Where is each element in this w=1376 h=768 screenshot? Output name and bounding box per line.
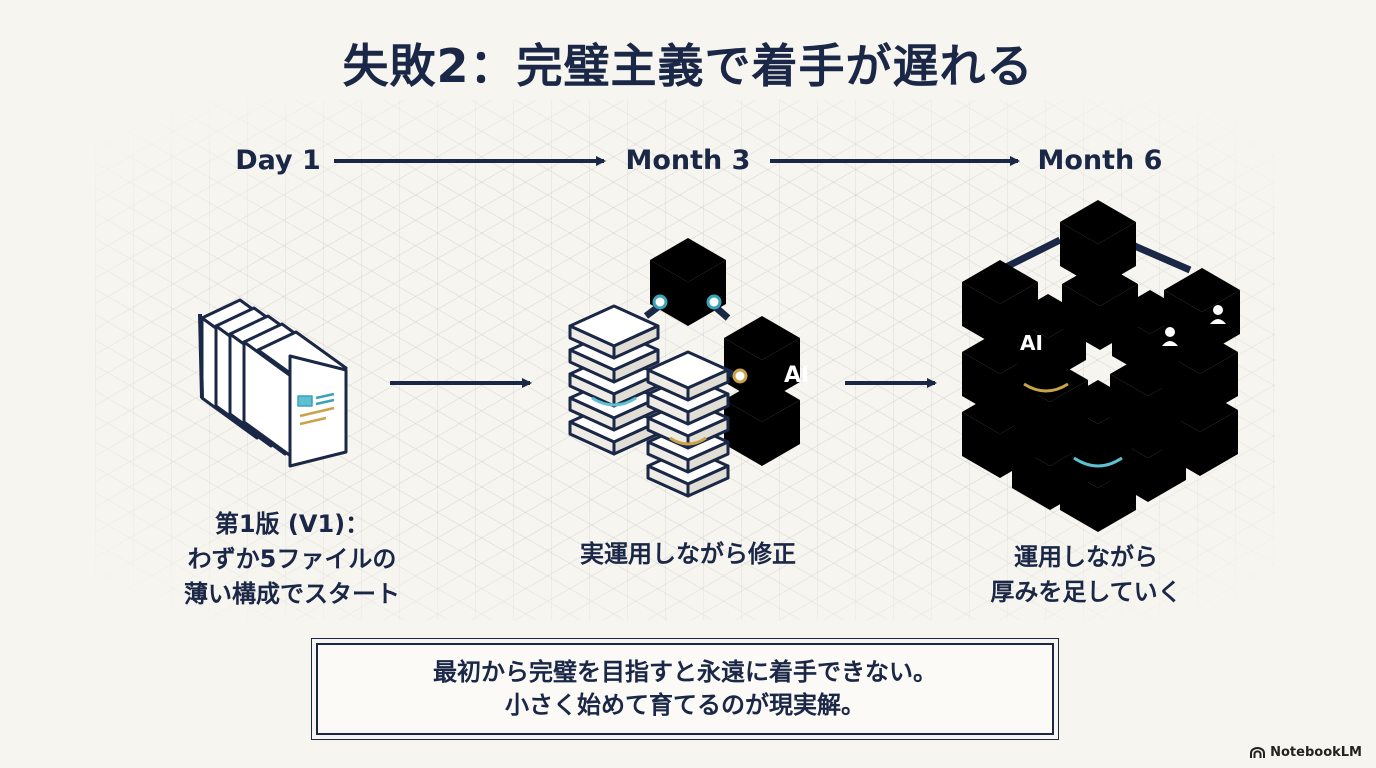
timeline-label-month3: Month 3 <box>625 145 751 176</box>
caption-stage-1: 第1版 (V1)： わずか5ファイルの 薄い構成でスタート <box>132 507 452 612</box>
ai-label-month3: AI <box>784 363 809 388</box>
notebooklm-watermark: NotebookLM <box>1250 745 1362 760</box>
caption-stage-2-line-1: 実運用しながら修正 <box>580 540 796 568</box>
timeline-label-month6: Month 6 <box>1037 145 1163 176</box>
block-cluster-icon: AI <box>568 238 809 498</box>
caption-stage-3-line-1: 運用しながら <box>1014 543 1158 571</box>
caption-stage-1-line-1: 第1版 (V1)： <box>214 510 370 538</box>
key-message-line-1: 最初から完璧を目指すと永遠に着手できない。 <box>433 658 937 686</box>
document-stack-icon <box>198 298 348 468</box>
caption-stage-1-line-3: 薄い構成でスタート <box>184 580 400 608</box>
caption-stage-3: 運用しながら 厚みを足していく <box>926 540 1246 610</box>
caption-stage-3-line-2: 厚みを足していく <box>990 578 1182 606</box>
key-message-line-2: 小さく始めて育てるのが現実解。 <box>505 691 865 719</box>
caption-stage-2: 実運用しながら修正 <box>528 537 848 572</box>
full-cube-icon: AI <box>962 200 1240 532</box>
ai-label-month6: AI <box>1020 331 1043 355</box>
timeline-label-day1: Day 1 <box>235 145 321 176</box>
brand-label: NotebookLM <box>1270 745 1362 760</box>
caption-stage-1-line-2: わずか5ファイルの <box>187 545 397 573</box>
person-icon <box>1162 305 1226 346</box>
notebooklm-logo-icon <box>1250 746 1266 758</box>
page-title: 失敗2：完璧主義で着手が遅れる <box>342 39 1034 93</box>
key-message-box: 最初から完璧を目指すと永遠に着手できない。 小さく始めて育てるのが現実解。 <box>311 638 1059 740</box>
